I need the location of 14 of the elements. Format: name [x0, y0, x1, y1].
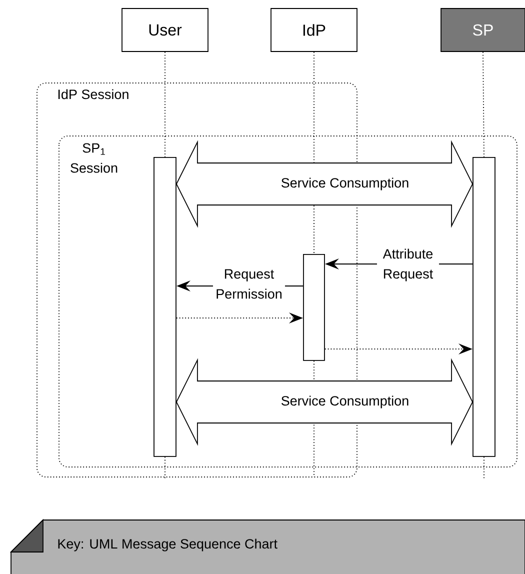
lifeline	[482, 52, 484, 158]
edge-label: Attribute Request	[377, 248, 439, 282]
activation-bar	[303, 254, 325, 361]
participant-box: User	[122, 8, 208, 52]
edge-label: Request Permission	[213, 268, 285, 300]
edge-label: Service Consumption	[280, 176, 410, 192]
frame-heading: IdP Session	[58, 89, 128, 100]
edge-label: Service Consumption	[280, 394, 410, 410]
activation-bar	[154, 157, 176, 457]
participant-box: SP	[440, 8, 525, 52]
lifeline	[164, 52, 166, 158]
frame-heading: SP$_{1}$ Session	[70, 143, 118, 173]
participant-box: IdP	[270, 8, 358, 52]
activation-bar	[472, 157, 496, 457]
